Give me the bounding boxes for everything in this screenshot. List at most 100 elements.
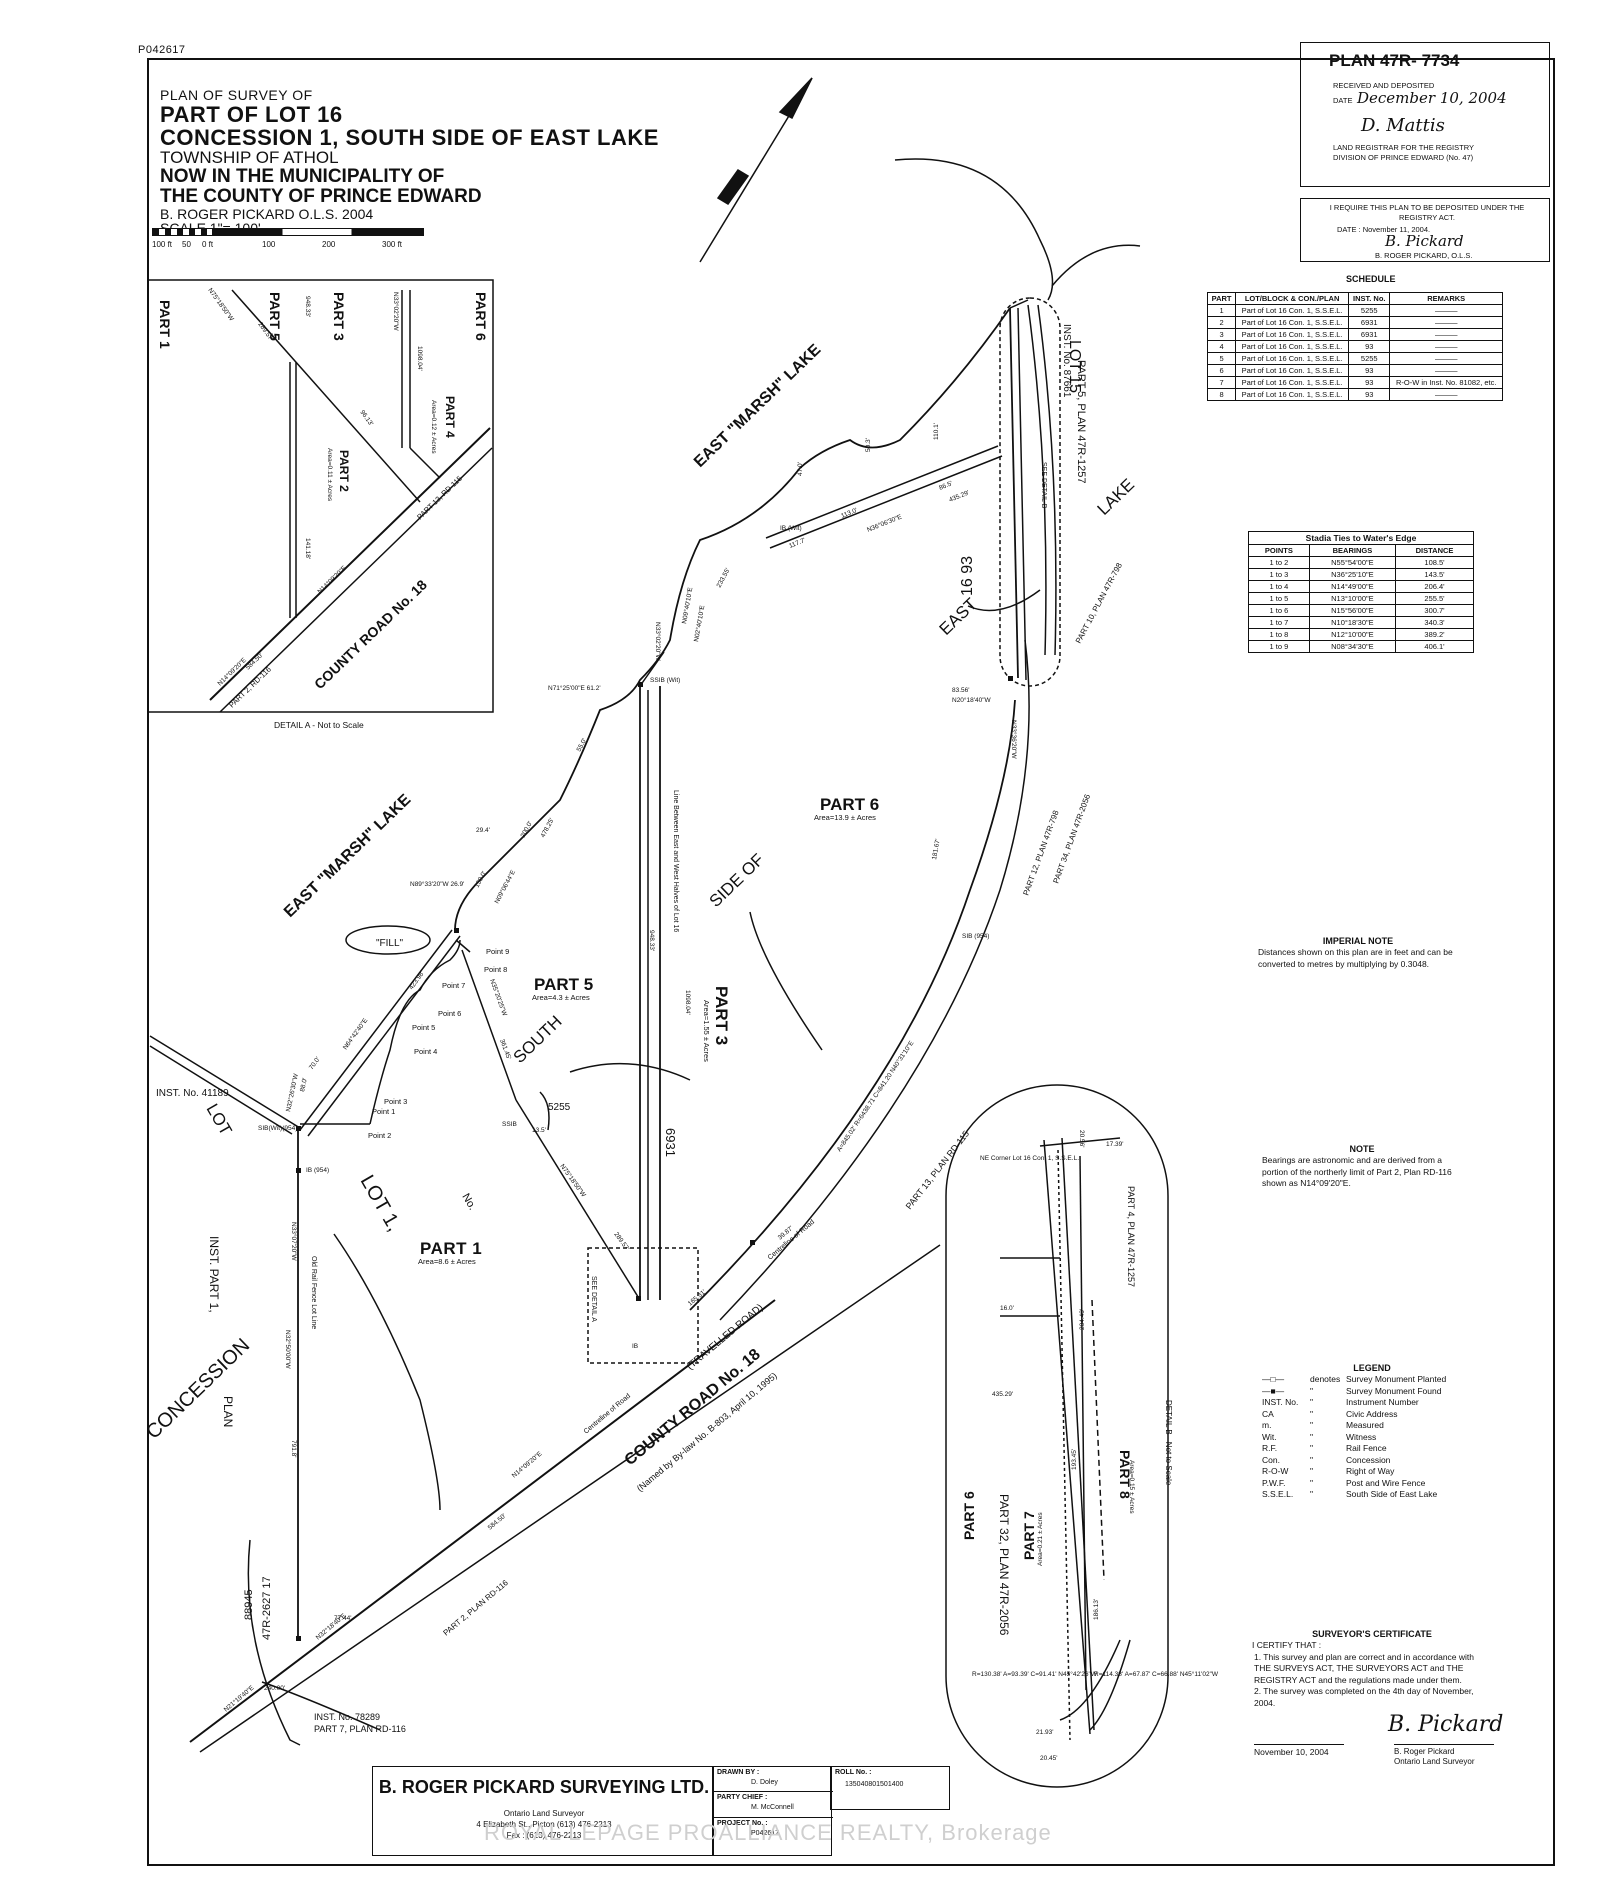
dim-39: N21°19'40"E xyxy=(222,1683,256,1713)
dim-14: N09°40'10"E xyxy=(680,586,694,624)
scale-tick: 0 ft xyxy=(202,240,214,249)
registry-block: PLAN 47R- 7734 RECEIVED AND DEPOSITED DA… xyxy=(1300,42,1550,187)
title-line1: PLAN OF SURVEY OF xyxy=(160,87,313,103)
legend-cell: INST. No. xyxy=(1262,1397,1299,1408)
dim-34: 289.57' xyxy=(612,1231,630,1252)
detail-b-dim-6: 435.29' xyxy=(992,1391,1013,1398)
cert-date: November 10, 2004 xyxy=(1254,1744,1344,1757)
dim-22: N64°42'40"E xyxy=(341,1016,370,1051)
company-line2: 4 Elizabeth St., Picton (613) 476-2213 xyxy=(476,1820,612,1829)
scale-tick: 50 xyxy=(182,240,191,249)
drawn-value: D. Doley xyxy=(751,1779,778,1786)
dim-2: N36°06'30"E xyxy=(866,512,904,533)
part10-label: PART 10, PLAN 47R-798 xyxy=(1074,561,1124,645)
part13-rd115-label: PART 13, PLAN RD-115 xyxy=(904,1129,972,1212)
dim-24: 70.0' xyxy=(308,1056,322,1071)
legend-row: R.F."Rail Fence xyxy=(1262,1443,1482,1454)
dim-21: N09°06'44"E xyxy=(493,868,518,905)
legend-cell: " xyxy=(1310,1420,1314,1431)
legend-cell: R-O-W xyxy=(1262,1466,1289,1477)
require-block: I REQUIRE THIS PLAN TO BE DEPOSITED UNDE… xyxy=(1300,198,1550,262)
roll-value: 1350408015014​00 xyxy=(845,1781,904,1788)
bearing-note: NOTE Bearings are astronomic and are der… xyxy=(1262,1143,1462,1190)
legend-cell: denotes xyxy=(1310,1374,1341,1385)
detail-b-dim-4: 21.93' xyxy=(1036,1729,1054,1736)
require-signature: B. Pickard xyxy=(1385,232,1464,250)
title-line2: PART OF LOT 16 xyxy=(160,101,343,127)
company-block: B. ROGER PICKARD SURVEYING LTD. Ontario … xyxy=(372,1766,714,1856)
dim-29: 1098.04' xyxy=(684,990,691,1015)
imperial-title: IMPERIAL NOTE xyxy=(1322,936,1394,946)
part6-label: PART 6 xyxy=(820,795,879,814)
project-label: PROJECT No. : xyxy=(717,1820,768,1827)
point-9: Point 9 xyxy=(486,947,509,956)
point-1: Point 1 xyxy=(372,1107,395,1116)
cert-item1: 1. This survey and plan are correct and … xyxy=(1254,1651,1475,1685)
part2-rd116-label: PART 2, PLAN RD-116 xyxy=(442,1578,511,1638)
schedule-title: SCHEDULE xyxy=(1346,274,1396,284)
require-text: I REQUIRE THIS PLAN TO BE DEPOSITED UNDE… xyxy=(1329,203,1525,222)
no-label: No. xyxy=(459,1192,478,1213)
schedule-cell: R-O-W in Inst. No. 81082, etc. xyxy=(1389,376,1503,389)
dim-46: N33°36'20"W xyxy=(1010,720,1018,760)
dim-10: 110.1' xyxy=(933,423,940,440)
legend-cell: " xyxy=(1310,1477,1314,1488)
plan-label: PLAN xyxy=(221,1396,235,1427)
dim-23: 423.98' xyxy=(408,970,426,991)
cert-name-block: B. Roger Pickard Ontario Land Surveyor xyxy=(1394,1744,1494,1767)
registrar-text: LAND REGISTRAR FOR THE REGISTRY DIVISION… xyxy=(1333,143,1474,163)
legend-cell: " xyxy=(1310,1454,1314,1465)
cert-name: B. Roger Pickard xyxy=(1394,1747,1455,1756)
lot-left-label: LOT xyxy=(203,1101,236,1139)
scale-tick: 200 xyxy=(322,240,336,249)
north-arrow-icon xyxy=(699,77,813,263)
detail-a-part2: PART 2 xyxy=(337,450,351,492)
part1-area: Area=8.6 ± Acres xyxy=(418,1257,476,1266)
title-line6: THE COUNTY OF PRINCE EDWARD xyxy=(160,185,482,207)
detail-b-area8: Area=0.15 ± Acres xyxy=(1128,1460,1135,1514)
detail-a-part4: PART 4 xyxy=(443,396,457,438)
monument-square xyxy=(638,682,643,687)
legend-cell: " xyxy=(1310,1385,1314,1396)
plan-number: PLAN 47R- 7734 xyxy=(1329,51,1460,70)
schedule-cell: ——— xyxy=(1389,388,1503,401)
legend-cell: " xyxy=(1310,1397,1314,1408)
stadia-cell: N08°34'30"E xyxy=(1308,640,1397,653)
scale-tick: 300 ft xyxy=(382,240,403,249)
part34-label: PART 34, PLAN 47R-2056 xyxy=(1051,792,1092,884)
dim-18: 29.4' xyxy=(476,827,490,834)
legend-cell: R.F. xyxy=(1262,1443,1278,1454)
part5-label: PART 5 xyxy=(534,975,593,994)
title-line4: TOWNSHIP OF ATHOL xyxy=(160,147,339,167)
dim-4: 86.5' xyxy=(938,480,954,492)
detail-a-bearing-1: N75°18'50"W xyxy=(206,286,236,323)
imperial-text: Distances shown on this plan are in feet… xyxy=(1258,947,1453,969)
dim-32: 13.5' xyxy=(532,1127,546,1134)
lake-label-1: EAST "MARSH" LAKE xyxy=(691,341,825,471)
dim-30: N35°20'25"W xyxy=(488,978,509,1018)
legend-cell: —■— xyxy=(1262,1385,1285,1396)
legend-row: P.W.F."Post and Wire Fence xyxy=(1262,1478,1482,1489)
received-label: RECEIVED AND DEPOSITED xyxy=(1333,81,1435,90)
dim-26: N32°26'30"W xyxy=(284,1072,300,1112)
detail-b-dim-3: 16.0' xyxy=(1000,1305,1014,1312)
side-of-label: SIDE OF xyxy=(706,850,768,911)
scale-tick: 100 ft xyxy=(152,240,173,249)
detail-b-curve2: R=114.38' A=67.87' C=66.88' N45°11'02"W xyxy=(1094,1670,1219,1678)
registrar-signature: D. Mattis xyxy=(1361,115,1445,136)
dim-37: 77.44' xyxy=(334,1615,352,1622)
lot15-label: LOT 15 xyxy=(1066,340,1083,393)
lot16-93-label: 16 93 xyxy=(959,556,976,596)
num-6931-label: 6931 xyxy=(663,1128,678,1157)
detail-b-caption: DETAIL B - Not to Scale xyxy=(1164,1400,1173,1486)
legend-cell: Witness xyxy=(1346,1431,1377,1442)
detail-a-area4: Area=0.12 ± Acres xyxy=(430,400,437,454)
monument-square xyxy=(296,1126,301,1131)
legend-row: S.S.E.L."South Side of East Lake xyxy=(1262,1489,1482,1500)
dim-28: 948.33' xyxy=(648,930,655,951)
